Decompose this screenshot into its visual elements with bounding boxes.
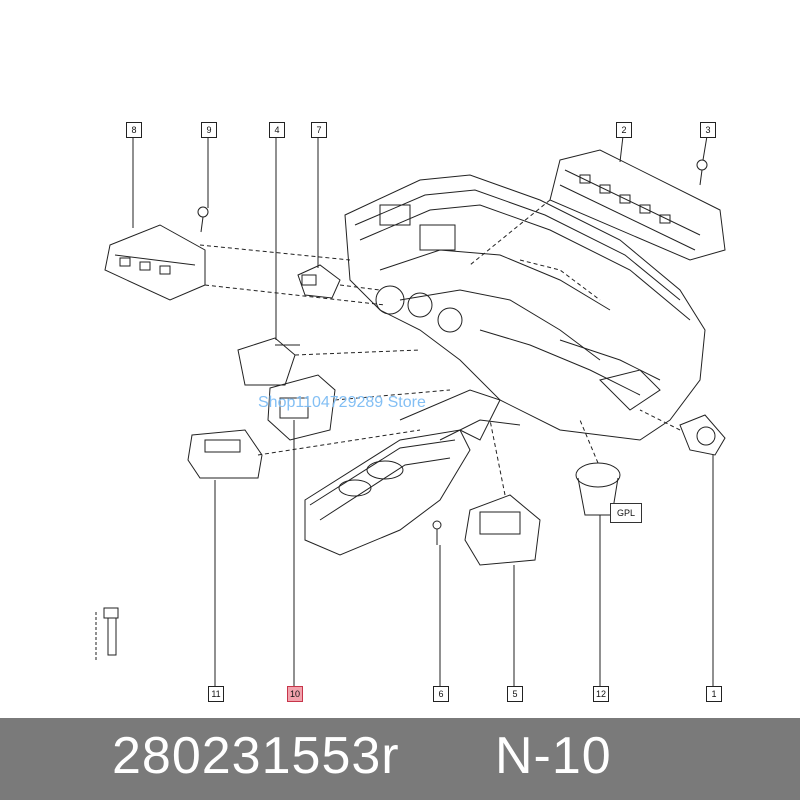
callout-6: 6: [433, 686, 449, 702]
leader-lines: [132, 135, 714, 686]
callout-3: 3: [700, 122, 716, 138]
part-11-bracket: [187, 429, 263, 479]
callout-12: 12: [593, 686, 609, 702]
callout-1: 1: [706, 686, 722, 702]
callout-2: 2: [616, 122, 632, 138]
part-1-round-switch: [679, 414, 726, 456]
callout-7: 7: [311, 122, 327, 138]
callout-8: 8: [126, 122, 142, 138]
assembly-lines: [199, 199, 681, 496]
callout-5: 5: [507, 686, 523, 702]
callout-11: 11: [208, 686, 224, 702]
callout-9: 9: [201, 122, 217, 138]
part-8-switch-panel: [104, 224, 206, 301]
gpl-label: GPL: [610, 503, 642, 523]
reference-code: N-10: [495, 727, 612, 785]
torque-symbol-icon: [95, 607, 119, 660]
part-10-module: [267, 374, 336, 441]
store-watermark: Shop1104729289 Store: [258, 394, 426, 411]
center-console-outline: [304, 389, 521, 556]
part-7-switch: [297, 264, 341, 299]
part-3-screw: [696, 159, 708, 186]
dashboard-outline: [344, 174, 706, 441]
callout-10-highlighted: 10: [287, 686, 303, 702]
callout-4: 4: [269, 122, 285, 138]
parts-diagram: [95, 135, 726, 686]
part-4-switch: [237, 337, 300, 386]
part-5-module: [464, 494, 541, 566]
part-number: 280231553r: [112, 727, 400, 785]
footer-bar: 280231553r N-10: [0, 718, 800, 800]
part-6-screw: [432, 520, 442, 545]
part-9-screw: [197, 206, 209, 233]
